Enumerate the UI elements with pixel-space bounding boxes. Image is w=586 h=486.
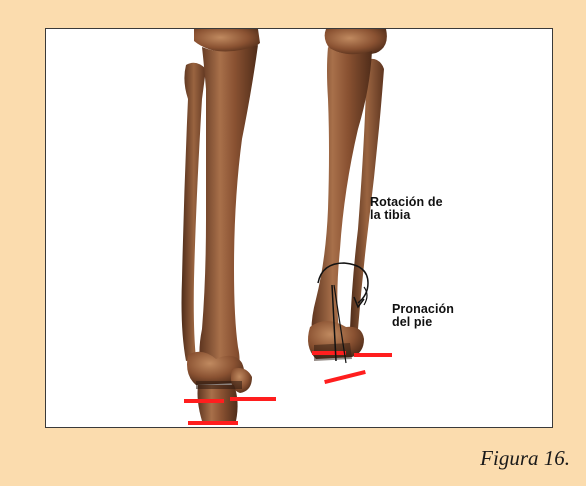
leg-bones-illustration (46, 29, 553, 428)
right-marker-right (354, 353, 392, 357)
foot-pronation-label: Pronación del pie (392, 303, 454, 329)
left-tibia (199, 45, 258, 375)
tibia-rotation-label: Rotación de la tibia (370, 196, 443, 222)
left-fibula (182, 63, 207, 361)
right-marker-bottom (324, 370, 366, 384)
left-marker-bottom (188, 421, 238, 425)
left-marker-mid (230, 397, 276, 401)
right-marker-left (312, 351, 346, 355)
left-leg (182, 29, 277, 425)
left-marker-top (184, 399, 224, 403)
figure-caption: Figura 16. (480, 446, 570, 471)
illustration-frame: Rotación de la tibia Pronación del pie (45, 28, 553, 428)
